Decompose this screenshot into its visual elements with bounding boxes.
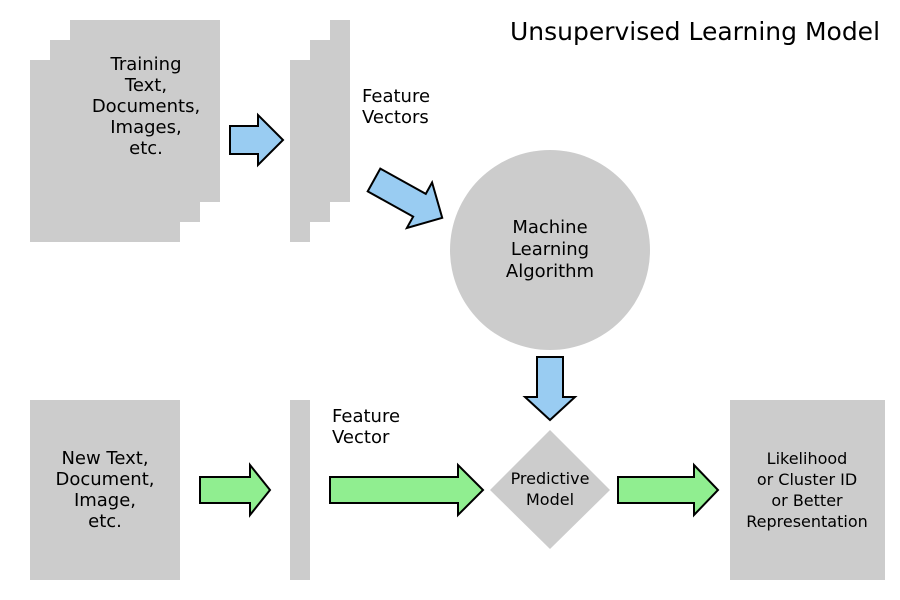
feature-vector-bar-shape (290, 400, 310, 580)
new-document-label: New Text, Document, Image, etc. (55, 448, 155, 532)
feature-vector-bar-front (290, 60, 310, 242)
machine-learning-algorithm-circle (450, 150, 650, 350)
training-documents-stack-shape (30, 20, 220, 242)
machine-learning-algorithm-label: Machine Learning Algorithm (505, 217, 595, 282)
document-sheet-front (30, 60, 180, 242)
arrow-newdoc-to-featvec (199, 462, 272, 518)
predictive-model-label: Predictive Model (510, 469, 590, 509)
feature-vector-bar-back (330, 20, 350, 202)
arrow-training-to-features (229, 112, 285, 168)
training-documents-label: Training Text, Documents, Images, etc. (91, 54, 201, 159)
feature-vectors-label: Feature Vectors (362, 86, 431, 128)
feature-vectors-stack-shape (290, 20, 350, 242)
feature-vector-label: Feature Vector (332, 406, 401, 448)
output-label: Likelihood or Cluster ID or Better Repre… (746, 449, 868, 531)
output-shape (730, 400, 885, 580)
arrow-model-to-output (617, 462, 720, 518)
arrow-algorithm-to-model (522, 356, 578, 422)
diagram-title: Unsupervised Learning Model (509, 17, 881, 46)
new-document-shape (30, 400, 180, 580)
arrow-features-to-algorithm (366, 167, 444, 230)
arrow-featvec-to-model (329, 462, 485, 518)
feature-vector-bar-middle (310, 40, 330, 222)
predictive-model-diamond (490, 430, 610, 549)
